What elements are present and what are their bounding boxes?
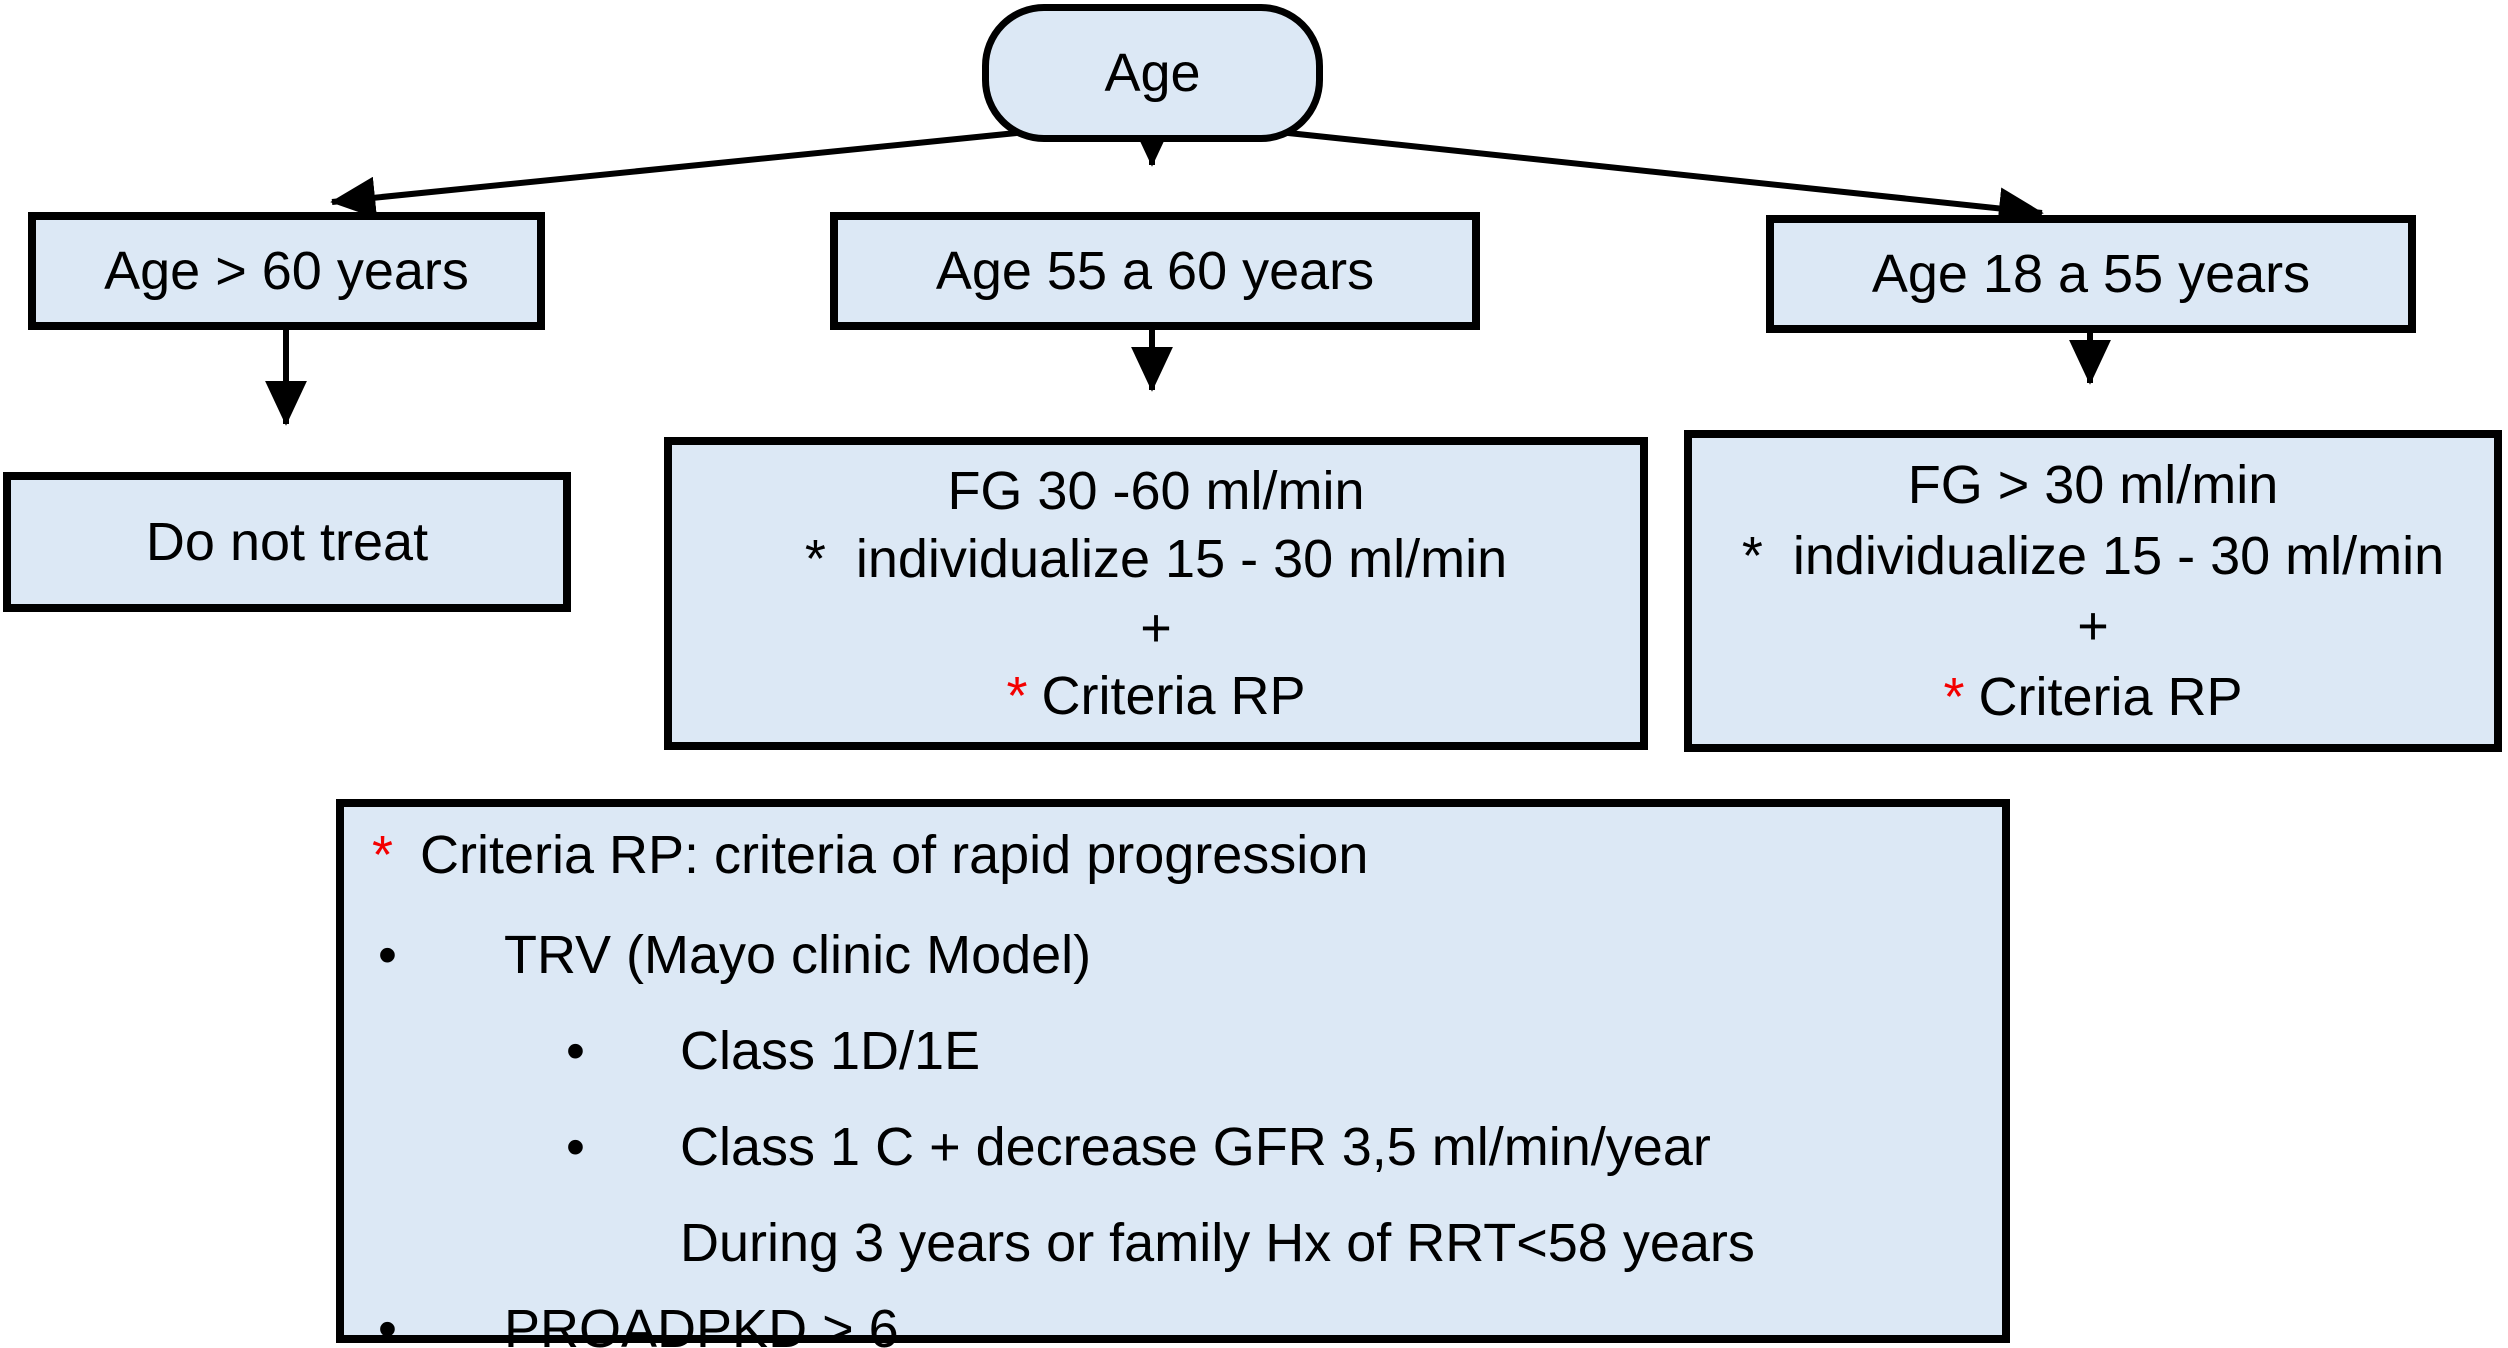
fg-right-line2: * individualize 15 - 30 ml/min: [1742, 525, 2444, 587]
bullet-icon: •: [566, 1021, 585, 1081]
fg-right-plus: +: [2077, 595, 2109, 657]
root-node-label: Age: [1104, 42, 1201, 103]
fg-middle-plus-text: +: [1140, 597, 1172, 658]
branch-node-age-18-55: Age 18 a 55 years: [1766, 215, 2416, 333]
fg-node-right: FG > 30 ml/min * individualize 15 - 30 m…: [1684, 430, 2502, 752]
arrow-root-to-left: [330, 127, 1047, 219]
fg-right-criteria-text: Criteria RP: [1978, 666, 2243, 727]
fg-middle-plus: +: [1140, 597, 1172, 659]
legend-item-during-3-years: During 3 years or family Hx of RRT<58 ye…: [344, 1211, 2002, 1275]
fg-middle-star: *: [804, 529, 826, 590]
fg-right-line1-text: FG > 30 ml/min: [1907, 455, 2279, 516]
branch-label-age-55-60: Age 55 a 60 years: [935, 240, 1375, 301]
outcome-node-do-not-treat: Do not treat: [3, 472, 571, 612]
legend-item-trv: • TRV (Mayo clinic Model): [344, 923, 2002, 987]
legend-item-text: During 3 years or family Hx of RRT<58 ye…: [680, 1213, 1755, 1273]
branch-node-age-over-60: Age > 60 years: [28, 212, 545, 330]
fg-middle-line2-text: individualize 15 - 30 ml/min: [855, 529, 1508, 590]
outcome-label: Do not treat: [145, 511, 429, 572]
fg-middle-criteria: * Criteria RP: [1006, 665, 1305, 727]
fg-middle-criteria-text: Criteria RP: [1041, 665, 1306, 726]
bullet-icon: •: [378, 1299, 397, 1348]
fg-node-middle: FG 30 -60 ml/min * individualize 15 - 30…: [664, 437, 1648, 750]
bullet-icon: •: [378, 925, 397, 985]
arrow-root-to-right: [1259, 127, 2044, 230]
legend-item-text: PROADPKD > 6: [504, 1299, 899, 1348]
legend-title-row: * Criteria RP: criteria of rapid progres…: [344, 823, 2002, 887]
fg-right-plus-text: +: [2077, 596, 2109, 657]
fg-right-line2-text: individualize 15 - 30 ml/min: [1792, 525, 2445, 586]
fg-right-criteria: * Criteria RP: [1943, 666, 2242, 728]
branch-node-age-55-60: Age 55 a 60 years: [830, 212, 1480, 330]
legend-item-proadpkd: • PROADPKD > 6: [344, 1297, 2002, 1348]
legend-box-criteria-rp: * Criteria RP: criteria of rapid progres…: [336, 799, 2010, 1348]
fg-right-criteria-star: *: [1943, 666, 1965, 727]
root-node-age: Age: [982, 4, 1323, 142]
legend-item-text: Class 1 C + decrease GFR 3,5 ml/min/year: [680, 1117, 1711, 1177]
fg-right-line1: FG > 30 ml/min: [1908, 454, 2279, 516]
legend-item-class-1d-1e: • Class 1D/1E: [344, 1019, 2002, 1083]
legend-item-class-1c: • Class 1 C + decrease GFR 3,5 ml/min/ye…: [344, 1115, 2002, 1179]
legend-title-star: *: [372, 825, 394, 885]
bullet-icon: •: [566, 1117, 585, 1177]
branch-label-age-18-55: Age 18 a 55 years: [1871, 243, 2311, 304]
fg-middle-line1: FG 30 -60 ml/min: [947, 460, 1364, 522]
legend-item-text: Class 1D/1E: [680, 1021, 981, 1081]
branch-label-age-over-60: Age > 60 years: [104, 240, 469, 301]
fg-middle-criteria-star: *: [1006, 665, 1028, 726]
fg-right-star: *: [1741, 525, 1763, 586]
legend-title-text: Criteria RP: criteria of rapid progressi…: [420, 825, 1369, 885]
fg-middle-line1-text: FG 30 -60 ml/min: [947, 461, 1365, 522]
legend-item-text: TRV (Mayo clinic Model): [504, 925, 1092, 985]
fg-middle-line2: * individualize 15 - 30 ml/min: [805, 528, 1507, 590]
